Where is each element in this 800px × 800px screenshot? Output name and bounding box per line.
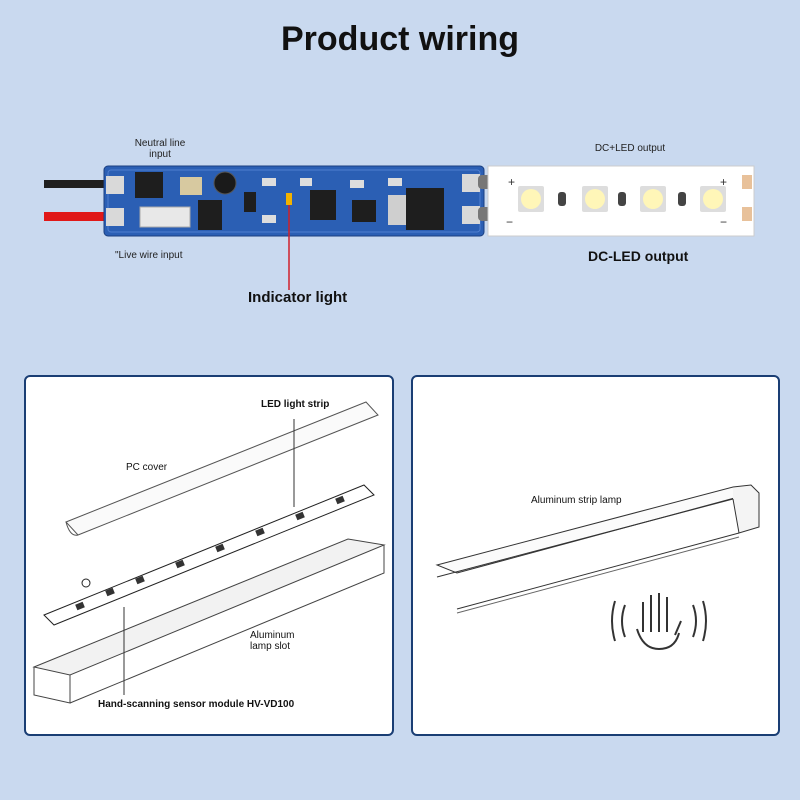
aluminum-lamp-slot-label: Aluminum lamp slot (250, 630, 295, 652)
dc-led-output-small-label: DC+LED output (594, 143, 666, 154)
minus-sign-right: − (720, 215, 727, 229)
dc-led-output-label: DC-LED output (588, 248, 689, 264)
page-title: Product wiring (281, 20, 519, 58)
minus-sign: − (506, 215, 513, 229)
pc-cover-label: PC cover (126, 462, 168, 473)
live-wire (44, 212, 110, 221)
left-panel: LED light strip PC cover Aluminum lamp s… (24, 375, 394, 736)
assembly-diagram (32, 401, 386, 704)
live-wire-label: "Live wire input (115, 250, 183, 261)
wiring-diagram: + − + − (44, 165, 755, 290)
aluminum-strip-lamp-label: Aluminum strip lamp (531, 495, 622, 506)
hand-wave-icon (611, 593, 707, 651)
right-panel: Aluminum strip lamp (411, 375, 780, 736)
plus-sign-right: + (720, 175, 727, 189)
plus-sign: + (508, 175, 515, 189)
indicator-light-label: Indicator light (248, 289, 348, 306)
neutral-wire (44, 180, 110, 188)
led-chips (518, 186, 726, 212)
strip-lamp-diagram (435, 484, 760, 651)
led-light-strip-label: LED light strip (261, 399, 330, 410)
neutral-line-label: Neutral line input (134, 138, 186, 160)
sensor-module-label: Hand-scanning sensor module HV-VD100 (98, 699, 295, 710)
